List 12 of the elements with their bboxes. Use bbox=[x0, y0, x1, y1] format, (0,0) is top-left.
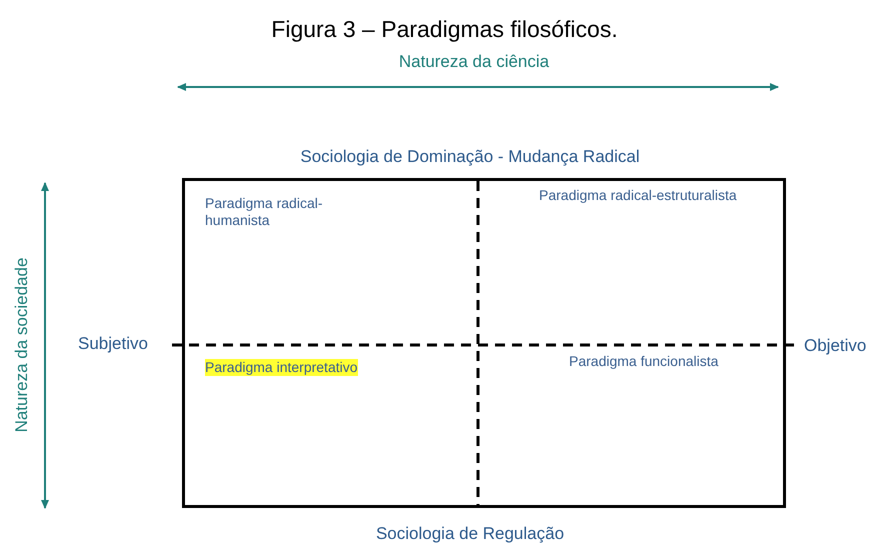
axis-label: Objetivo bbox=[804, 336, 866, 356]
axis-label: Sociologia de Dominação - Mudança Radical bbox=[299, 147, 641, 167]
axis-label: Natureza da ciência bbox=[398, 52, 550, 72]
axis-label: Subjetivo bbox=[78, 334, 148, 354]
quadrant-frame bbox=[182, 178, 786, 508]
highlighted-text: Paradigma interpretativo bbox=[205, 359, 358, 376]
axis-label: Sociologia de Regulação bbox=[374, 524, 566, 544]
quadrant-label: Paradigma radical-humanista bbox=[205, 195, 324, 229]
figure-title: Figura 3 – Paradigmas filosóficos. bbox=[270, 16, 619, 43]
axis-label: Natureza da sociedade bbox=[12, 258, 32, 432]
quadrant-label: Paradigma radical-estruturalista bbox=[539, 187, 737, 204]
quadrant-label: Paradigma funcionalista bbox=[569, 353, 718, 370]
